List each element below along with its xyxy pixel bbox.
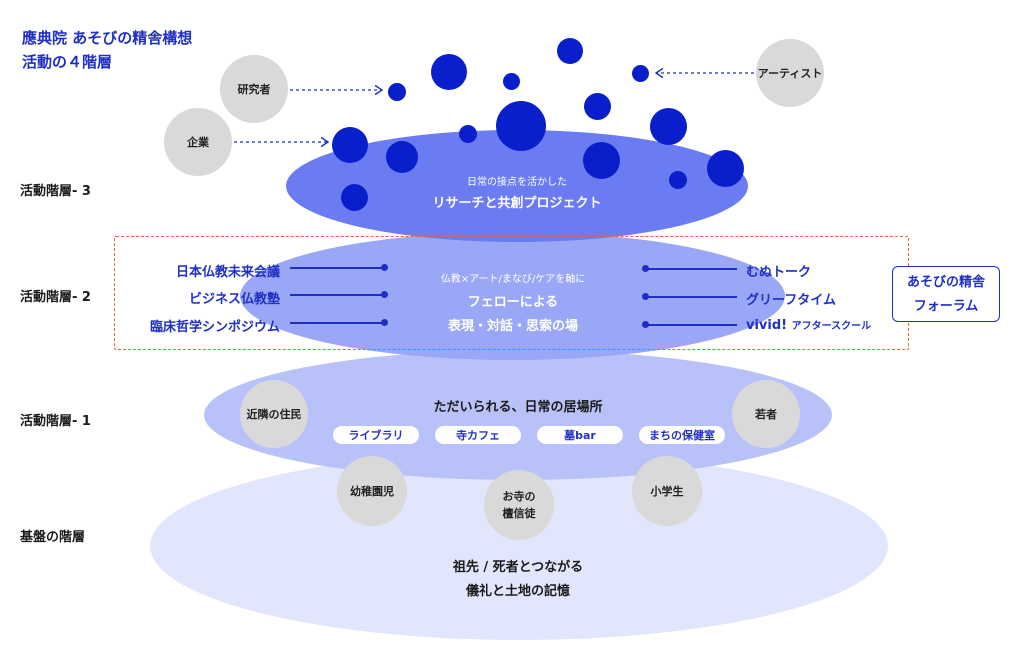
actor-elementary: 小学生	[632, 456, 702, 526]
pill-library: ライブラリ	[333, 426, 419, 444]
title-line-1: 應典院 あそびの精舎構想	[22, 29, 193, 47]
forum-box: あそびの精舎 フォーラム	[892, 266, 1000, 322]
actor-kindergarten-label: 幼稚園児	[350, 484, 394, 498]
right-connector-end	[642, 265, 649, 272]
left-connector-end	[381, 264, 388, 271]
layer2-subtitle: 仏教×アート/まなび/ケアを軸に	[440, 274, 586, 285]
layer2-label: 活動階層- 2	[20, 290, 91, 305]
idea-dot	[584, 93, 611, 120]
right-connector	[645, 324, 737, 326]
actor-company-label: 企業	[187, 135, 209, 149]
layer1-main: ただいられる、日常の居場所	[433, 400, 603, 415]
left-connector-end	[381, 291, 388, 298]
layer2-main-2: 表現・対話・思索の場	[447, 319, 578, 334]
vivid-small: アフタースクール	[791, 321, 872, 332]
layer3-label: 活動階層- 3	[20, 184, 91, 199]
actor-youth: 若者	[732, 380, 800, 448]
left-item-clinical-philosophy: 臨床哲学シンポジウム	[149, 320, 280, 335]
right-item-grief-time: グリーフタイム	[746, 293, 836, 308]
idea-dot	[557, 38, 583, 64]
right-item-vivid: vivid! アフタースクール	[746, 317, 871, 333]
idea-dot	[341, 184, 368, 211]
actor-danshinto-line-1: お寺の	[502, 490, 536, 503]
pill-temple-cafe: 寺カフェ	[435, 426, 521, 444]
right-connector-end	[642, 293, 649, 300]
pill-grave-bar: 墓bar	[537, 426, 623, 444]
right-item-munu-talk: むぬトーク	[746, 265, 812, 280]
title-line-2: 活動の４階層	[22, 53, 113, 71]
layer1-ellipse	[204, 350, 832, 480]
actor-neighbors-label: 近隣の住民	[246, 407, 302, 421]
layer1-label: 活動階層- 1	[20, 414, 91, 429]
actor-elementary-label: 小学生	[650, 484, 684, 498]
layer3-subtitle: 日常の接点を活かした	[467, 177, 567, 188]
actor-kindergarten: 幼稚園児	[337, 456, 407, 526]
left-connector-end	[381, 319, 388, 326]
layer2-main-1: フェローによる	[467, 295, 559, 310]
actor-researcher-label: 研究者	[237, 82, 271, 96]
vivid-main: vivid!	[746, 318, 788, 333]
actor-company: 企業	[164, 108, 232, 176]
actor-artist: アーティスト	[756, 39, 824, 107]
left-connector	[290, 322, 384, 324]
idea-dot	[583, 142, 620, 179]
layer3-main: リサーチと共創プロジェクト	[432, 196, 602, 211]
idea-dot	[386, 141, 418, 173]
actor-neighbors: 近隣の住民	[240, 380, 308, 448]
left-connector	[290, 267, 384, 269]
forum-line-1: あそびの精舎	[906, 275, 985, 290]
left-item-business-buddhism: ビジネス仏教塾	[188, 292, 280, 307]
forum-line-2: フォーラム	[913, 299, 979, 314]
right-connector	[645, 268, 737, 270]
idea-dot	[388, 83, 406, 101]
base-main-1: 祖先 / 死者とつながる	[452, 560, 584, 575]
right-connector	[645, 296, 737, 298]
actor-artist-label: アーティスト	[757, 66, 823, 80]
idea-dot	[503, 73, 520, 90]
actor-youth-label: 若者	[755, 407, 777, 421]
base-label: 基盤の階層	[20, 530, 86, 545]
base-main-2: 儀礼と土地の記憶	[465, 584, 570, 599]
idea-dot	[332, 127, 368, 163]
idea-dot	[431, 54, 467, 90]
pill-health-room: まちの保健室	[639, 426, 725, 444]
idea-dot	[707, 150, 744, 187]
idea-dot	[496, 101, 546, 151]
idea-dot	[650, 108, 687, 145]
idea-dot	[459, 125, 477, 143]
idea-dot	[669, 171, 687, 189]
actor-danshinto-line-2: 檀信徒	[502, 507, 536, 520]
actor-danshinto: お寺の 檀信徒	[484, 470, 554, 540]
idea-dot	[632, 65, 649, 82]
diagram-title: 應典院 あそびの精舎構想 活動の４階層	[22, 26, 192, 74]
left-connector	[290, 294, 384, 296]
left-item-japan-buddhism-future: 日本仏教未来会議	[175, 265, 280, 280]
actor-researcher: 研究者	[220, 55, 288, 123]
right-connector-end	[642, 321, 649, 328]
